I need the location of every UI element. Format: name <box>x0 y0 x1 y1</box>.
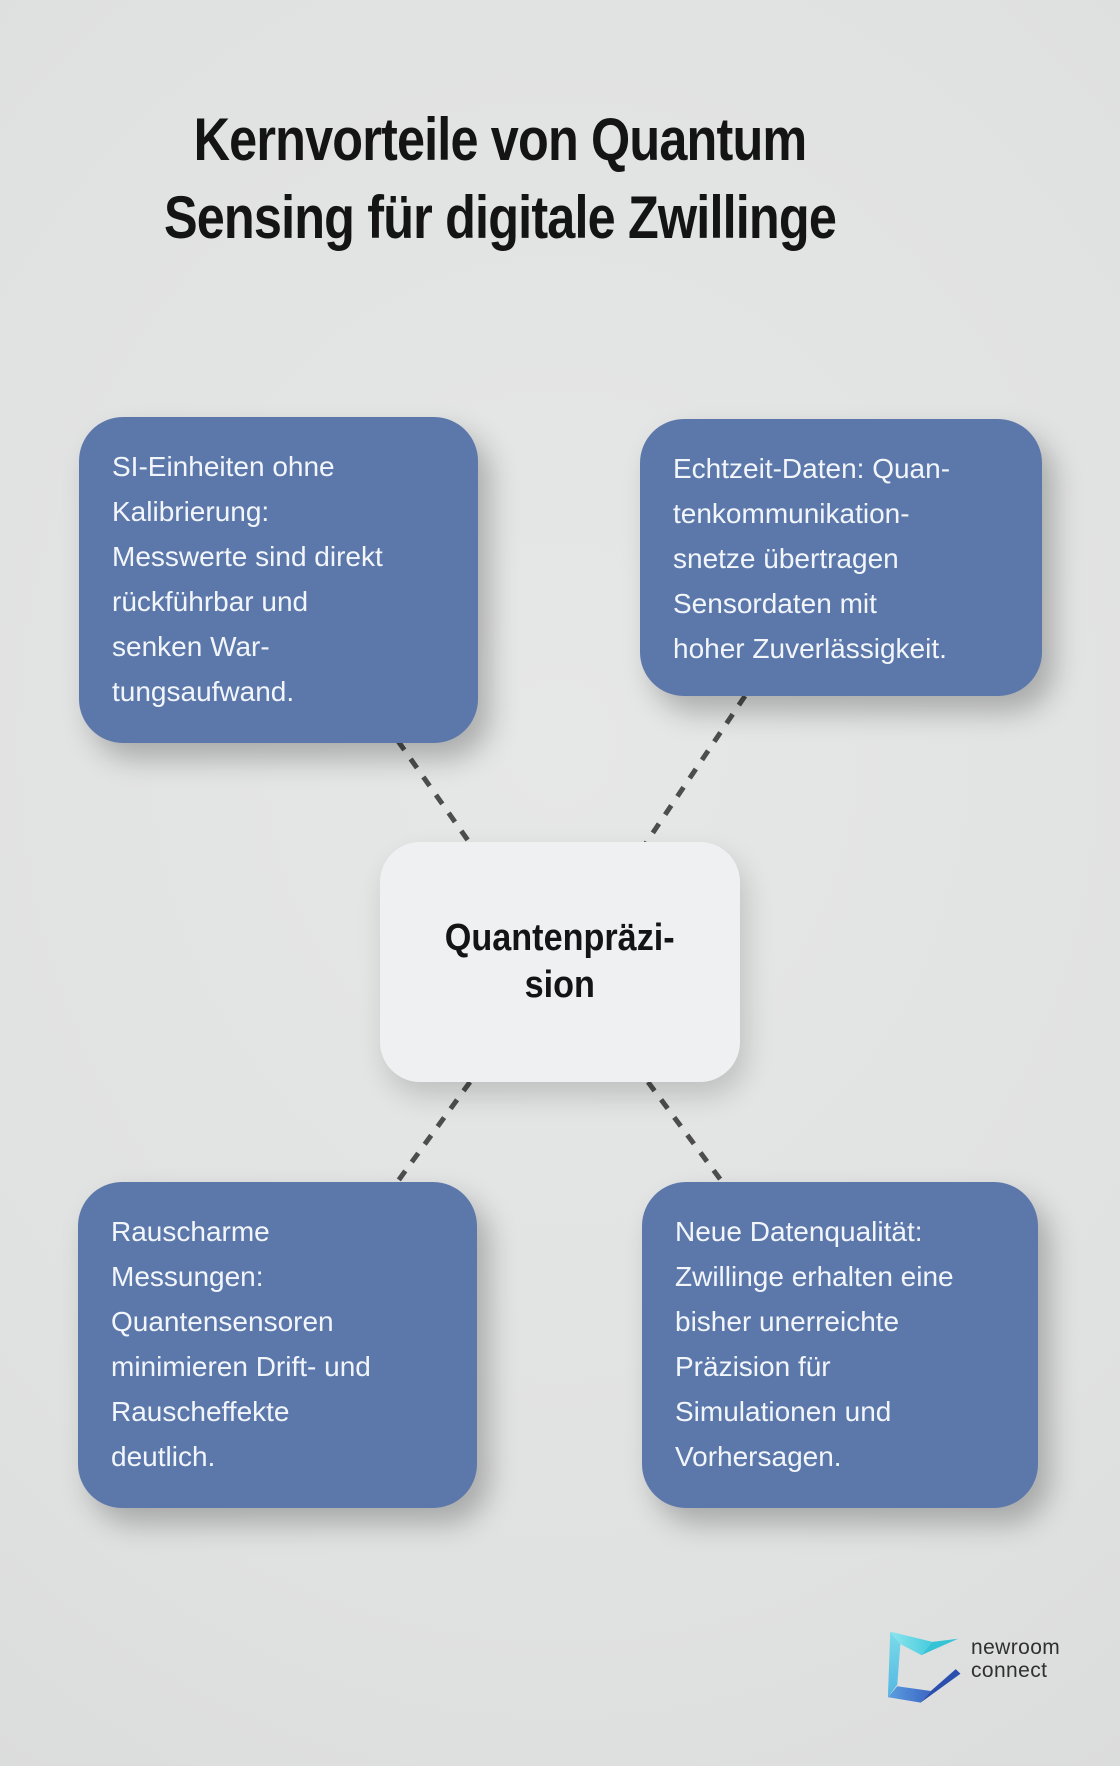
benefit-card-neue-datenqualitaet: Neue Datenqualität: Zwillinge erhalten e… <box>642 1182 1038 1508</box>
logo-left-beam <box>887 1631 901 1698</box>
connector-line-top-right <box>643 694 748 845</box>
benefit-card-text: Echtzeit-Daten: Quan- tenkommunikation- … <box>673 453 951 664</box>
connector-line-bottom-right <box>645 1080 726 1185</box>
newroom-connect-logo-icon <box>887 1631 961 1703</box>
benefit-card-text: Rauscharme Messungen: Quantensensoren mi… <box>111 1216 371 1472</box>
central-topic-label: Quantenpräzi- sion <box>445 917 675 1006</box>
benefit-card-text: Neue Datenqualität: Zwillinge erhalten e… <box>675 1216 954 1472</box>
logo-top-beam <box>890 1631 933 1656</box>
benefit-card-si-einheiten: SI-Einheiten ohne Kalibrierung: Messwert… <box>79 417 478 743</box>
benefit-card-rauscharme-messungen: Rauscharme Messungen: Quantensensoren mi… <box>78 1182 477 1508</box>
central-topic-node: Quantenpräzi- sion <box>380 842 740 1082</box>
logo-bottom-beam <box>887 1686 931 1703</box>
brand-wordmark: newroom connect <box>971 1635 1061 1682</box>
brand-logo: newroom connect <box>884 1627 1060 1705</box>
logo-top-facet <box>921 1638 959 1656</box>
connector-line-top-left <box>395 739 477 851</box>
benefit-card-text: SI-Einheiten ohne Kalibrierung: Messwert… <box>112 451 383 707</box>
benefit-card-echtzeit-daten: Echtzeit-Daten: Quan- tenkommunikation- … <box>640 419 1042 696</box>
logo-arrow-facet <box>920 1669 961 1703</box>
connector-line-bottom-left <box>395 1080 473 1183</box>
page-title: Kernvorteile von Quantum Sensing für dig… <box>163 106 837 251</box>
